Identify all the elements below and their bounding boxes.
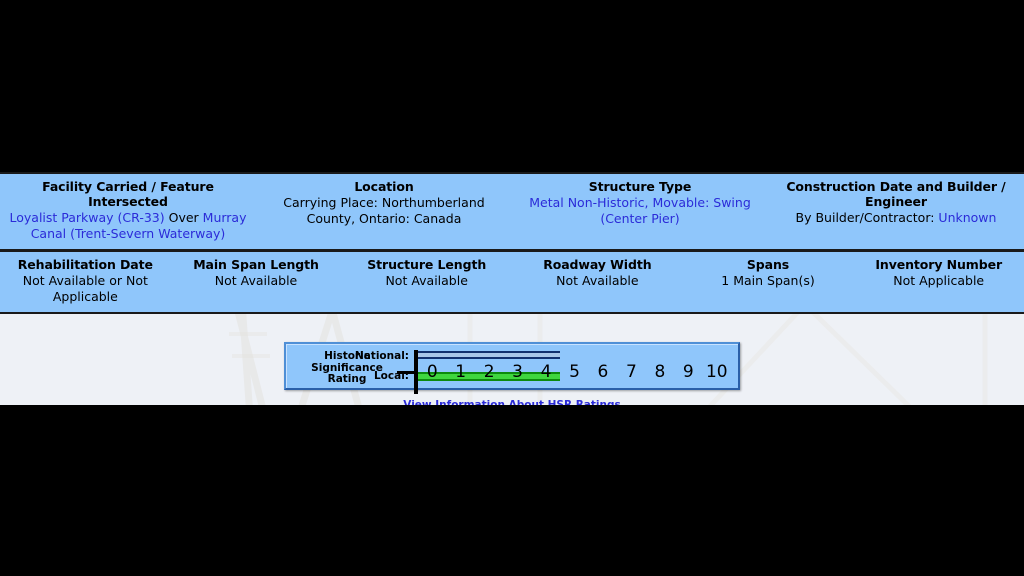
info-header-construction-date-builder: Construction Date and Builder / Engineer <box>786 179 1006 209</box>
info-value-construction-date-builder: By Builder/Contractor: Unknown <box>774 210 1018 226</box>
text-by-builder-contractor: By Builder/Contractor: <box>795 210 939 225</box>
info-value-roadway-width: Not Available <box>556 273 639 288</box>
hsr-rating-widget: Historic Significance Rating National: L… <box>284 342 740 394</box>
info-header-structure-length: Structure Length <box>367 257 487 272</box>
hsr-title-line-2: Significance <box>311 361 383 374</box>
hsr-scale-number-0: 0 <box>426 362 438 382</box>
hsr-scale-number-5: 5 <box>569 362 580 382</box>
info-value-structure-length: Not Available <box>385 273 468 288</box>
hsr-scale-number-10: 10 <box>705 362 728 382</box>
hsr-scale-number-2: 2 <box>483 362 495 382</box>
info-value-location: Carrying Place: Northumberland County, O… <box>283 195 485 226</box>
page-content-area: Facility Carried / Feature Intersected L… <box>0 172 1024 405</box>
info-cell-location: Location Carrying Place: Northumberland … <box>256 174 512 249</box>
info-header-structure-type: Structure Type <box>588 179 692 194</box>
info-cell-structure-length: Structure Length Not Available <box>341 252 512 312</box>
info-cell-spans: Spans 1 Main Span(s) <box>683 252 854 312</box>
info-header-roadway-width: Roadway Width <box>543 257 652 272</box>
info-cell-facility-carried: Facility Carried / Feature Intersected L… <box>0 174 256 249</box>
hsr-scale-number-4: 4 <box>540 362 552 382</box>
text-over: Over <box>164 210 203 225</box>
hsr-scale-number-7: 7 <box>625 362 637 382</box>
link-loyalist-parkway[interactable]: Loyalist Parkway (CR-33) <box>9 210 165 225</box>
info-header-spans: Spans <box>746 257 790 272</box>
link-builder-unknown[interactable]: Unknown <box>938 210 997 225</box>
hsr-scale-number-8: 8 <box>654 362 666 382</box>
hsr-title-line-1: Historic <box>324 350 370 362</box>
hsr-national-label: National: <box>354 350 409 362</box>
hsr-local-bar <box>418 372 561 381</box>
info-header-location: Location <box>354 179 414 194</box>
info-cell-structure-type: Structure Type Metal Non-Historic, Movab… <box>512 174 768 249</box>
info-row-secondary: Rehabilitation Date Not Available or Not… <box>0 252 1024 312</box>
info-value-facility-carried: Loyalist Parkway (CR-33) Over Murray Can… <box>6 210 250 242</box>
info-cell-main-span-length: Main Span Length Not Available <box>171 252 342 312</box>
hsr-axis-line <box>414 350 418 394</box>
info-value-inventory-number: Not Applicable <box>893 273 985 288</box>
hsr-scale-number-6: 6 <box>597 362 609 382</box>
info-row-primary: Facility Carried / Feature Intersected L… <box>0 174 1024 249</box>
hsr-scale-number-1: 1 <box>455 362 467 382</box>
info-value-structure-type: Metal Non-Historic, Movable: Swing (Cent… <box>518 195 762 227</box>
info-header-facility-carried: Facility Carried / Feature Intersected <box>42 179 214 209</box>
hsr-rating-section: Historic Significance Rating National: L… <box>0 342 1024 405</box>
info-value-main-span-length: Not Available <box>214 273 298 288</box>
info-header-rehabilitation-date: Rehabilitation Date <box>17 257 153 272</box>
info-cell-roadway-width: Roadway Width Not Available <box>512 252 683 312</box>
info-cell-construction-date-builder: Construction Date and Builder / Engineer… <box>768 174 1024 249</box>
hsr-connector-line <box>397 371 415 374</box>
hsr-info-link[interactable]: View Information About HSR Ratings <box>403 399 621 405</box>
info-value-rehabilitation-date: Not Available or Not Applicable <box>22 273 148 304</box>
info-cell-inventory-number: Inventory Number Not Applicable <box>853 252 1024 312</box>
hsr-scale-number-3: 3 <box>512 362 523 382</box>
hsr-title-line-3: Rating <box>327 373 367 385</box>
info-value-spans: 1 Main Span(s) <box>721 273 815 288</box>
link-murray-canal[interactable]: Murray Canal (Trent-Severn Waterway) <box>30 210 247 241</box>
info-row-divider <box>0 249 1024 252</box>
info-header-main-span-length: Main Span Length <box>193 257 319 272</box>
hsr-local-label: Local: <box>373 370 409 382</box>
hsr-national-bar <box>418 351 561 359</box>
hsr-title: Historic Significance Rating <box>295 350 399 386</box>
hsr-scale-number-9: 9 <box>682 362 694 382</box>
info-header-inventory-number: Inventory Number <box>875 257 1003 272</box>
info-cell-rehabilitation-date: Rehabilitation Date Not Available or Not… <box>0 252 171 312</box>
bridge-info-panel: Facility Carried / Feature Intersected L… <box>0 172 1024 314</box>
link-structure-type[interactable]: Metal Non-Historic, Movable: Swing (Cent… <box>529 195 751 226</box>
